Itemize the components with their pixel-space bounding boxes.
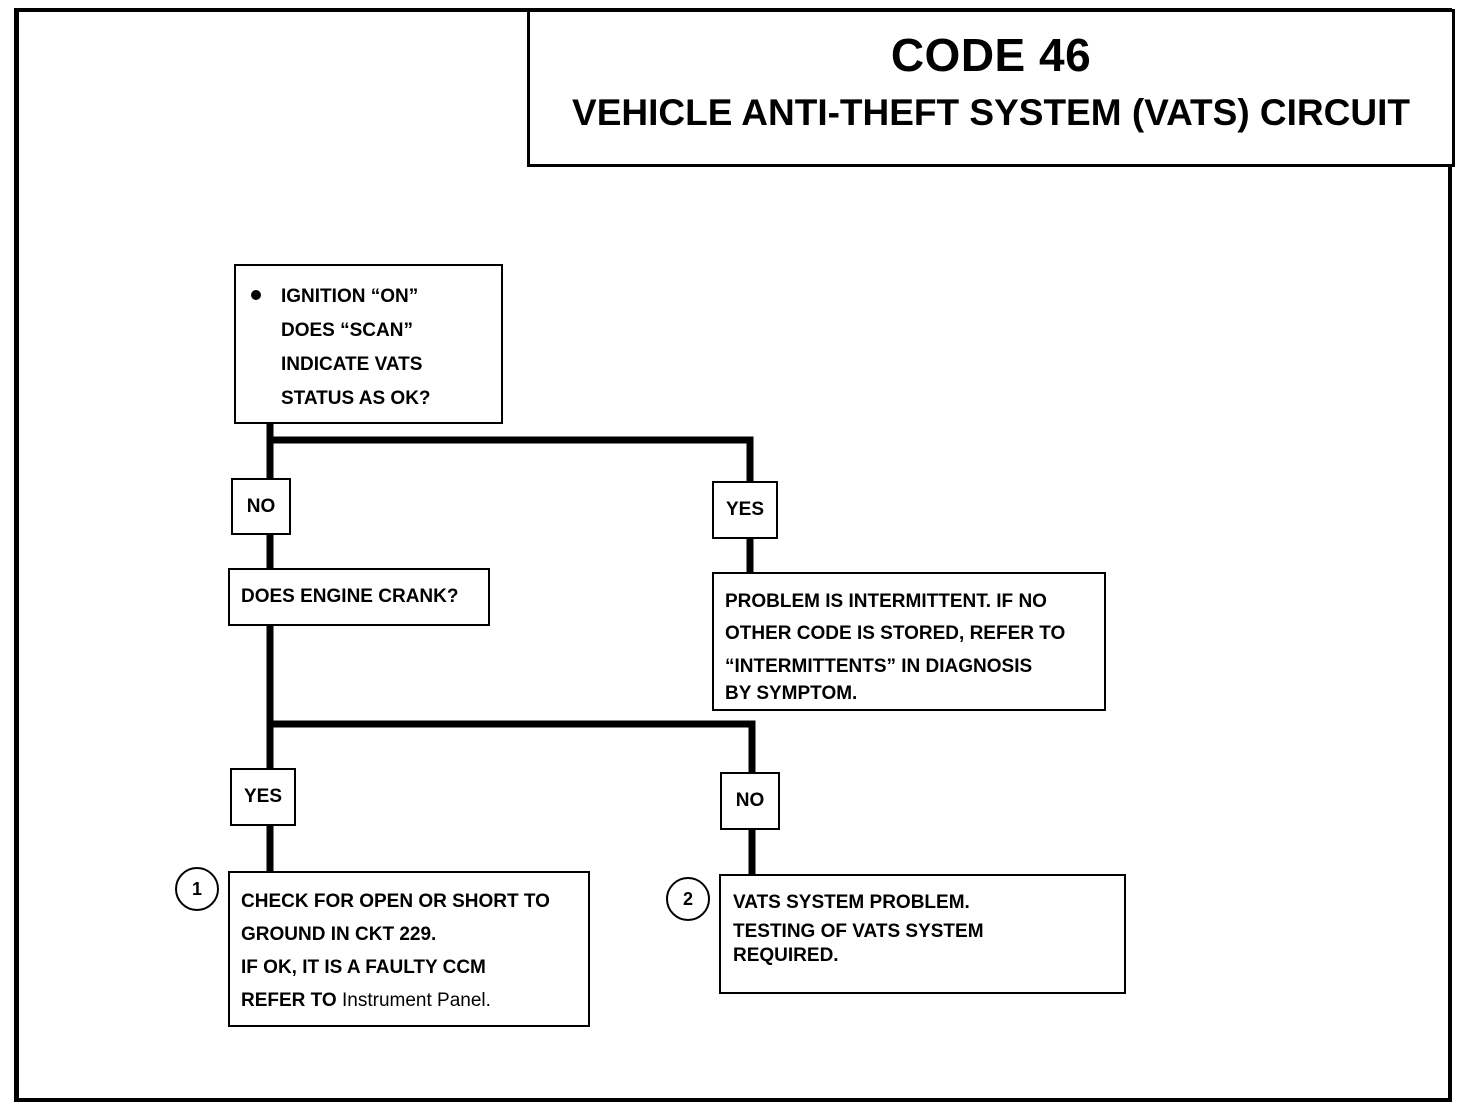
ignition-question-line: IGNITION “ON” (281, 286, 419, 307)
step-1-refer-target: Instrument Panel. (336, 990, 491, 1011)
step-2-line: TESTING OF VATS SYSTEM (733, 921, 984, 942)
intermittent-line: “INTERMITTENTS” IN DIAGNOSIS (725, 656, 1033, 677)
step-1-refer-line: REFER TO Instrument Panel. (241, 984, 588, 1017)
step-1-line: GROUND IN CKT 229. (241, 924, 437, 945)
connector-crank-to-no (266, 720, 756, 878)
connector-start-to-yes (266, 436, 754, 576)
step-1-number-badge: 1 (175, 867, 219, 911)
ignition-question-line: DOES “SCAN” (281, 320, 413, 341)
step-1-line: CHECK FOR OPEN OR SHORT TO (241, 891, 550, 912)
branch-yes-label: YES (712, 481, 778, 539)
step-2-line: REQUIRED. (733, 945, 839, 966)
step-1-result-box: CHECK FOR OPEN OR SHORT TO GROUND IN CKT… (228, 871, 590, 1027)
step-2-result-box: VATS SYSTEM PROBLEM. TESTING OF VATS SYS… (719, 874, 1126, 994)
engine-crank-question-text: DOES ENGINE CRANK? (241, 586, 459, 607)
intermittent-line: OTHER CODE IS STORED, REFER TO (725, 623, 1066, 644)
intermittent-line: BY SYMPTOM. (725, 683, 858, 704)
title-block: CODE 46 VEHICLE ANTI-THEFT SYSTEM (VATS)… (527, 9, 1455, 167)
page-title: CODE 46 (890, 29, 1092, 81)
crank-no-label: NO (720, 772, 780, 830)
bullet-icon (251, 290, 261, 300)
step-1-refer-prefix: REFER TO (241, 990, 337, 1011)
intermittent-line: PROBLEM IS INTERMITTENT. IF NO (725, 591, 1047, 612)
intermittent-result-box: PROBLEM IS INTERMITTENT. IF NO OTHER COD… (712, 572, 1106, 711)
ignition-question-line: INDICATE VATS (281, 354, 423, 375)
ignition-question-line: STATUS AS OK? (281, 388, 431, 409)
crank-yes-label: YES (230, 768, 296, 826)
branch-no-label: NO (231, 478, 291, 535)
step-2-line: VATS SYSTEM PROBLEM. (733, 892, 970, 913)
page-subtitle: VEHICLE ANTI-THEFT SYSTEM (VATS) CIRCUIT (572, 92, 1410, 133)
step-1-line: IF OK, IT IS A FAULTY CCM (241, 957, 486, 978)
ignition-question-box: IGNITION “ON” DOES “SCAN” INDICATE VATS … (234, 264, 503, 424)
step-2-number-badge: 2 (666, 877, 710, 921)
engine-crank-question-box: DOES ENGINE CRANK? (228, 568, 490, 626)
